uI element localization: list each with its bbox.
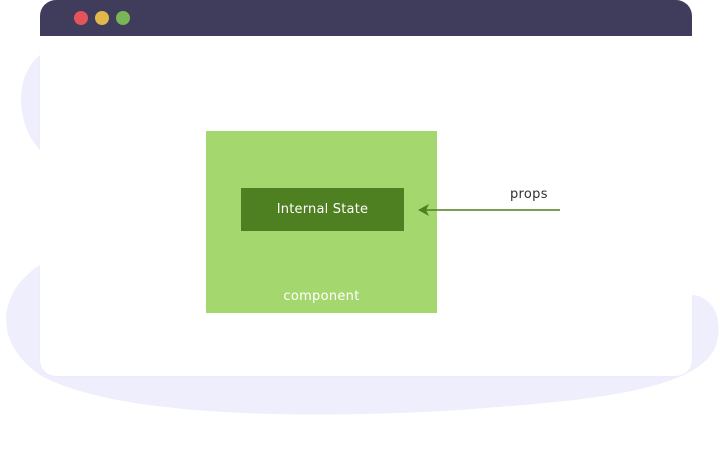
- props-arrow: [418, 204, 560, 216]
- internal-state-label: Internal State: [276, 202, 369, 217]
- close-dot-icon[interactable]: [74, 11, 88, 25]
- props-arrow-head: [418, 204, 429, 216]
- window-titlebar: [40, 0, 692, 36]
- component-label: component: [283, 289, 360, 304]
- maximize-dot-icon[interactable]: [116, 11, 130, 25]
- internal-state-box: Internal State: [241, 188, 404, 231]
- props-label: props: [510, 187, 548, 202]
- minimize-dot-icon[interactable]: [95, 11, 109, 25]
